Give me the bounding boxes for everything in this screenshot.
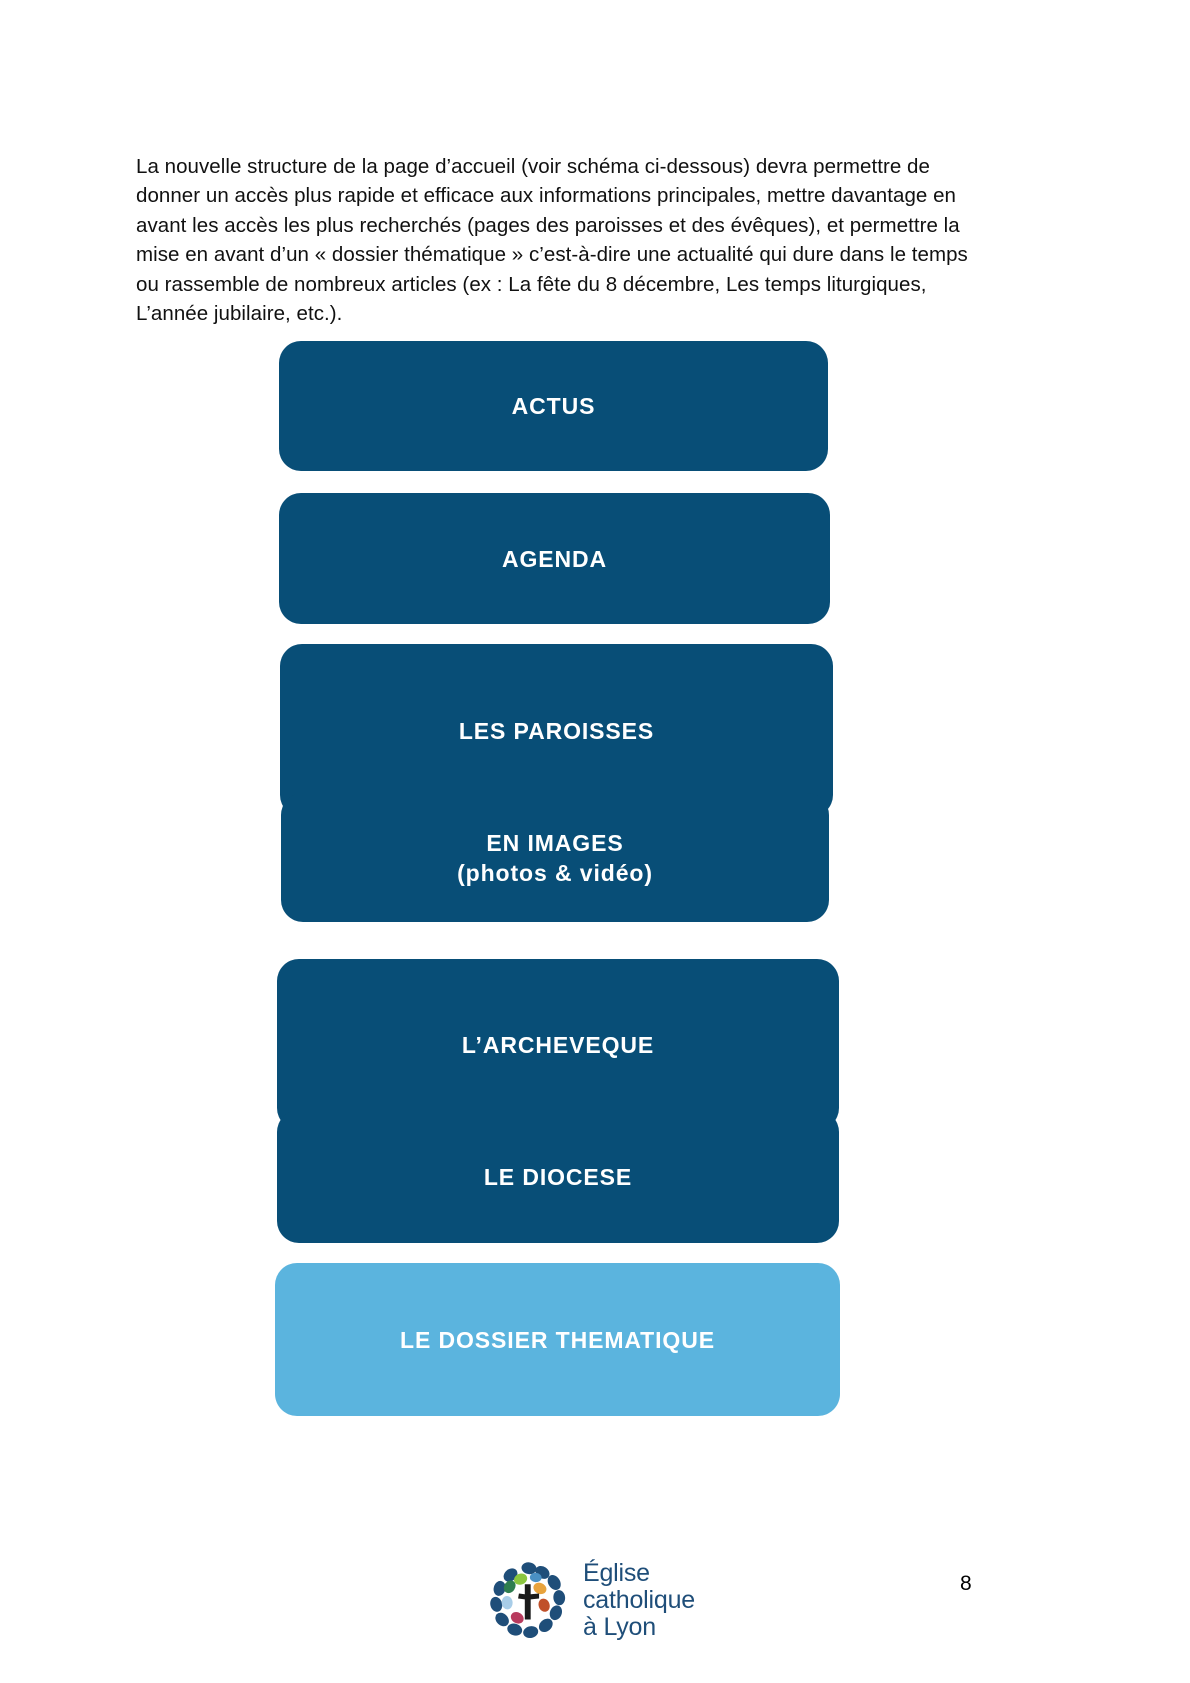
- diagram-block-larcheveque: L’ARCHEVEQUE: [277, 959, 839, 1130]
- diagram-block-label: L’ARCHEVEQUE: [461, 1031, 655, 1058]
- footer-logo: Église catholique à Lyon: [487, 1548, 717, 1653]
- diagram-block-le-dossier-thematique: LE DOSSIER THEMATIQUE: [275, 1263, 840, 1416]
- intro-paragraph: La nouvelle structure de la page d’accue…: [136, 154, 974, 326]
- page-number: 8: [960, 1572, 972, 1595]
- diagram-block-le-diocese: LE DIOCESE: [277, 1110, 839, 1243]
- diagram-block-agenda: AGENDA: [279, 493, 830, 624]
- diagram-block-les-paroisses: LES PAROISSES: [280, 644, 833, 817]
- diagram-block-label: LES PAROISSES: [458, 717, 655, 744]
- diagram-block-label: AGENDA: [501, 545, 608, 572]
- diagram-block-label: LE DIOCESE: [483, 1163, 633, 1190]
- diagram-block-en-images: EN IMAGES (photos & vidéo): [281, 793, 829, 922]
- diagram-block-label: LE DOSSIER THEMATIQUE: [400, 1326, 715, 1353]
- diagram-block-label: EN IMAGES (photos & vidéo): [457, 829, 653, 886]
- eglise-catholique-lyon-logo-icon: [490, 1561, 566, 1638]
- diagram-block-label: ACTUS: [511, 393, 596, 419]
- diagram-block-actus: ACTUS: [279, 341, 828, 471]
- logo-wordmark: Église catholique à Lyon: [583, 1559, 695, 1641]
